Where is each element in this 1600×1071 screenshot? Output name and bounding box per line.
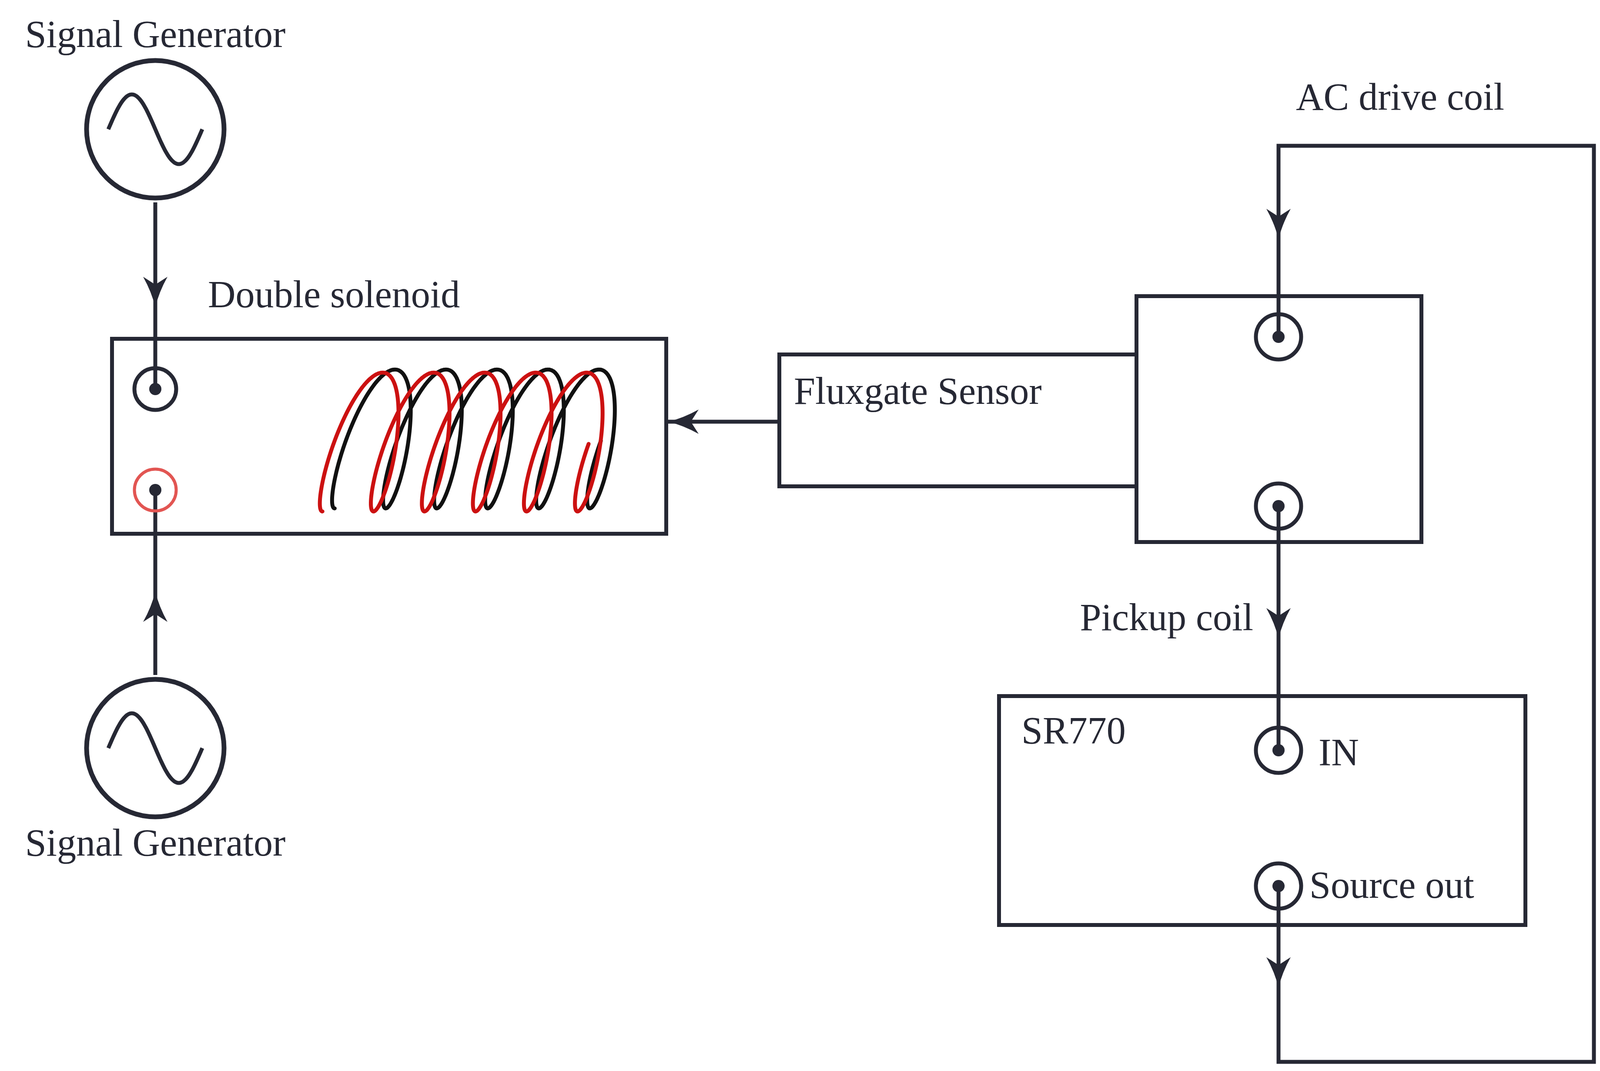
- wire: [1276, 693, 1281, 750]
- signal-generator: Signal Generator: [20, 12, 291, 203]
- wire: [153, 336, 158, 389]
- port-ring: [1255, 314, 1302, 360]
- wire: [1276, 885, 1281, 927]
- signal-wire: [143, 535, 168, 675]
- port-ring: [1255, 727, 1302, 773]
- wire: [153, 489, 158, 536]
- sensor-probe: [779, 354, 1135, 487]
- port-ring: [134, 368, 177, 410]
- port-dot: [149, 483, 162, 496]
- fluxgate-sensor: Fluxgate Sensor: [777, 294, 1424, 544]
- port-dot: [1272, 879, 1285, 892]
- port-ring: [1255, 863, 1302, 909]
- signal-wire: [143, 202, 168, 337]
- connectors: [143, 145, 1594, 1062]
- port-dot: [1272, 743, 1285, 757]
- port-ring-red: [134, 468, 177, 511]
- wire-path: [153, 202, 158, 337]
- sensor-housing: [1136, 296, 1422, 543]
- sensor-outline: [777, 294, 1424, 544]
- arrow-head: [1266, 208, 1291, 240]
- arrow-head: [1266, 607, 1291, 639]
- node-label: Signal Generator: [25, 820, 286, 865]
- signal-generator-symbol: [82, 56, 229, 203]
- node-label: Fluxgate Sensor: [793, 369, 1042, 413]
- signal-generator: Signal Generator: [20, 674, 291, 865]
- solenoid-box: Double solenoid: [110, 336, 669, 536]
- port-connectors: [134, 314, 1302, 909]
- coil-winding: [319, 372, 603, 512]
- arrow-head: [668, 409, 699, 434]
- wire-label: AC drive coil: [1295, 75, 1505, 119]
- pin-name: IN: [1318, 730, 1359, 774]
- generator-circle: [86, 679, 225, 817]
- arrow-head: [143, 591, 168, 622]
- signal-wire: [668, 409, 778, 434]
- solenoid-coils: [319, 369, 615, 512]
- node-label: SR770: [1021, 708, 1126, 753]
- generator-circle: [86, 60, 225, 198]
- wire-label: Pickup coil: [1080, 595, 1254, 640]
- port-dot: [1272, 330, 1285, 343]
- generator-outline: [82, 56, 229, 203]
- port-dot: [1272, 499, 1285, 513]
- pin-name: Source out: [1309, 863, 1475, 907]
- port-wires: [155, 294, 1279, 927]
- port-dot: [149, 382, 162, 395]
- arrow-head: [1266, 957, 1291, 988]
- generator-outline: [82, 674, 229, 821]
- node-label: Double solenoid: [207, 272, 460, 317]
- port-ring: [1255, 483, 1302, 529]
- signal-generator-symbol: [82, 674, 229, 821]
- node-label: Signal Generator: [25, 12, 286, 57]
- signal-wire: [1266, 543, 1291, 694]
- sine-wave: [108, 712, 203, 783]
- arrow-head: [143, 276, 168, 308]
- sine-wave: [108, 94, 203, 165]
